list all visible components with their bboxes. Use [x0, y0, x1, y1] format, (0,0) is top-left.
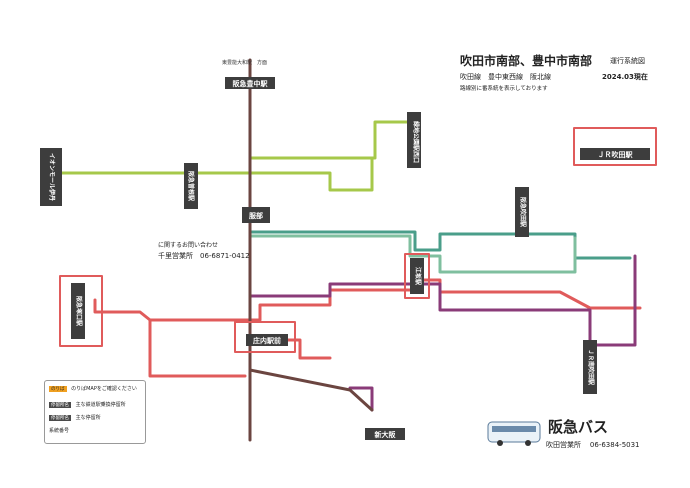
route-30-line [248, 254, 637, 347]
route-95-branch [248, 156, 374, 192]
station-aeon: イオンモール伊丹 [48, 153, 56, 201]
trunk-line-b [248, 368, 374, 412]
station-aeon-box [40, 148, 62, 206]
office-contact-line1: に関するお問い合わせ [158, 242, 219, 249]
station-hankyu-suita: 阪急吹田駅 [519, 197, 527, 228]
station-tsukaguchi: 阪急塚口駅 [75, 296, 83, 327]
legend-item-2: 主な鉄道駅乗換停留所 [75, 402, 126, 408]
bus-icon [487, 421, 541, 446]
station-hattori-box [242, 207, 270, 223]
route-lines [59, 58, 657, 442]
highlight-esaka [404, 253, 430, 299]
map-title: 吹田市南部、豊中市南部 [460, 54, 593, 68]
legend-item-4: 系統番号 [49, 428, 70, 434]
route-30-line-b [348, 386, 374, 412]
station-jr-suita: ＪＲ吹田駅 [598, 150, 634, 159]
brand-footer: 阪急バス 吹田営業所 06-6384-5031 [486, 412, 646, 452]
legend-row-4: 系統番号 [49, 427, 69, 434]
station-hankyu-suita-box [515, 187, 529, 237]
highlight-jr-suita [573, 127, 657, 166]
top-direction: 東豊能大和駅 方面 [222, 59, 267, 66]
station-shonai: 庄内駅前 [253, 336, 281, 345]
station-esaka-box [410, 258, 424, 294]
station-boxes: 阪急豊中駅 緑地公園駅西口 阪急曽根駅 服部 イオンモール伊丹 阪急塚口駅 庄内… [40, 77, 650, 440]
station-hankyu-sone-box [184, 163, 198, 209]
brand-logo: 阪急バス [548, 418, 609, 436]
highlight-tsukaguchi [59, 275, 103, 347]
station-jr-minami-suita-box [583, 340, 597, 394]
route-90-line-b [248, 234, 577, 274]
brand-office: 吹田営業所 [546, 441, 581, 449]
office-contact: に関するお問い合わせ 千里営業所 06-6871-0412 [158, 240, 250, 261]
brand-phone: 06-6384-5031 [589, 441, 640, 449]
station-shin-osaka: 新大阪 [375, 430, 397, 439]
station-hankyu-sone: 阪急曽根駅 [187, 171, 195, 202]
legend-tag-3: 停留所名 [49, 415, 71, 421]
highlight-shonai [234, 321, 296, 353]
station-jr-minami-suita: ＪＲ南吹田駅 [587, 349, 595, 386]
map-date: 2024.03現在 [602, 73, 648, 81]
legend-item-3: 主な停留所 [75, 415, 101, 421]
station-shin-osaka-box [365, 428, 405, 440]
map-note: 路線別に番系統を表示しております [460, 86, 548, 92]
legend-row-3: 停留所名 主な停留所 [49, 414, 101, 421]
route-60-line-b [148, 318, 247, 378]
station-tsukaguchi-box [71, 283, 85, 339]
map-legend: のりば のりばMAPをご確認ください 停留所名 主な鉄道駅乗換停留所 停留所名 … [44, 380, 146, 444]
station-hankyu-toyonaka-box [225, 77, 275, 89]
legend-item-1: のりばMAPをご確認ください [71, 386, 137, 392]
station-ryokuchi: 緑地公園駅西口 [412, 121, 420, 163]
legend-row-2: 停留所名 主な鉄道駅乗換停留所 [49, 401, 126, 408]
station-hattori: 服部 [249, 211, 263, 220]
legend-tag-hl: のりば [49, 386, 67, 392]
station-hankyu-toyonaka: 阪急豊中駅 [233, 79, 269, 88]
map-lines: 吹田線 豊中東西線 阪北線 [460, 73, 551, 81]
brand-info: 吹田営業所 06-6384-5031 [546, 440, 640, 450]
route-60-line [93, 278, 642, 322]
legend-tag-2: 停留所名 [49, 402, 71, 408]
legend-row-1: のりば のりばMAPをご確認ください [49, 385, 137, 392]
route-95-line-b [248, 120, 417, 175]
station-jr-suita-box [580, 148, 650, 160]
station-shonai-box [246, 334, 288, 346]
office-contact-line2: 千里営業所 06-6871-0412 [158, 252, 250, 260]
station-ryokuchi-box [407, 112, 421, 168]
station-esaka: 江坂駅 [414, 267, 422, 286]
map-subtitle: 運行系統図 [610, 57, 645, 65]
